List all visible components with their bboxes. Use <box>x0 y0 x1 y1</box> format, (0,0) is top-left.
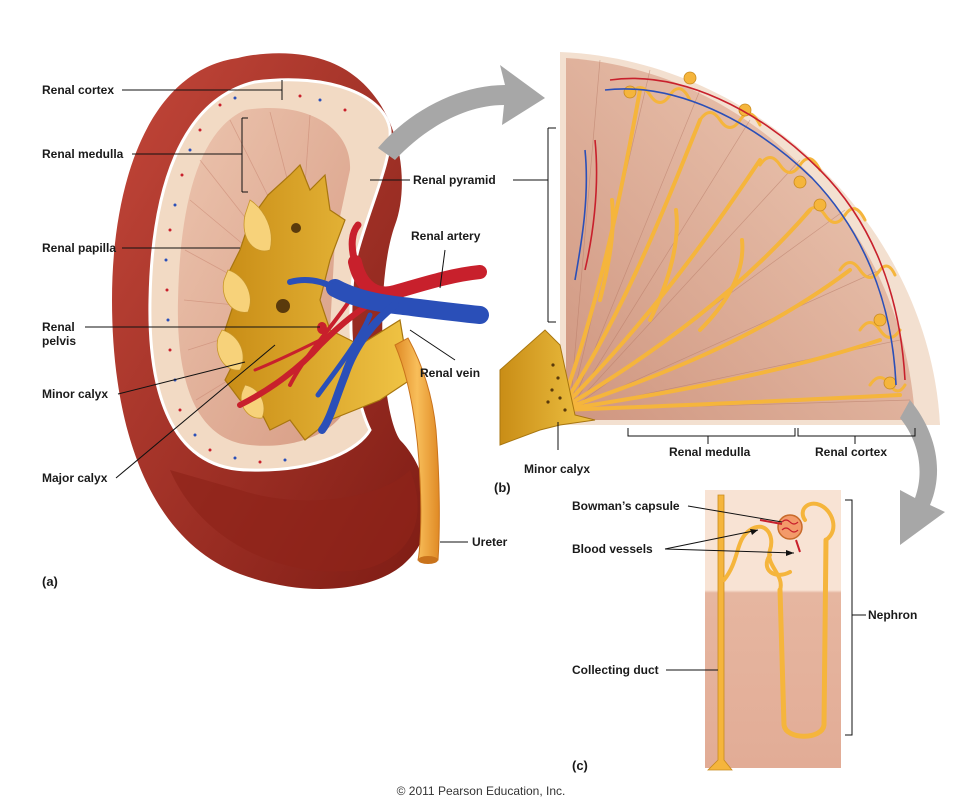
label-bowmans-capsule: Bowman’s capsule <box>572 499 680 513</box>
renal-vein-vessels <box>287 277 489 434</box>
label-ureter: Ureter <box>472 535 508 549</box>
label-renal-pelvis-line2: pelvis <box>42 334 77 348</box>
copyright-notice: © 2011 Pearson Education, Inc. <box>396 784 566 798</box>
label-b-renal-cortex: Renal cortex <box>815 445 888 459</box>
zoom-arrow-a-to-b <box>378 65 545 160</box>
zoom-arrow-b-to-c <box>900 400 945 545</box>
ureter-tube <box>394 337 440 561</box>
panel-label-b: (b) <box>494 480 511 495</box>
tubule-network <box>558 88 902 412</box>
panel-label-c: (c) <box>572 758 588 773</box>
label-renal-pyramid: Renal pyramid <box>413 173 496 187</box>
kidney-section <box>112 53 489 589</box>
label-minor-calyx: Minor calyx <box>42 387 109 401</box>
bowmans-capsule-shape <box>777 514 803 540</box>
label-nephron: Nephron <box>868 608 918 622</box>
label-renal-pelvis-line1: Renal <box>42 320 75 334</box>
label-b-renal-medulla: Renal medulla <box>669 445 751 459</box>
minor-calyx-cup <box>499 329 596 446</box>
panel-label-a: (a) <box>42 574 58 589</box>
label-renal-artery: Renal artery <box>411 229 481 243</box>
label-renal-vein: Renal vein <box>420 366 481 380</box>
nephron-detail <box>705 490 841 771</box>
label-b-minor-calyx: Minor calyx <box>524 462 591 476</box>
label-blood-vessels: Blood vessels <box>572 542 653 556</box>
label-major-calyx: Major calyx <box>42 471 108 485</box>
leader-lines <box>85 80 916 736</box>
label-renal-papilla: Renal papilla <box>42 241 117 255</box>
cortex-vessels <box>165 94 347 464</box>
label-renal-cortex: Renal cortex <box>42 83 115 97</box>
label-renal-medulla: Renal medulla <box>42 147 124 161</box>
label-collecting-duct: Collecting duct <box>572 663 659 677</box>
renal-pyramid-wedge <box>499 52 940 446</box>
